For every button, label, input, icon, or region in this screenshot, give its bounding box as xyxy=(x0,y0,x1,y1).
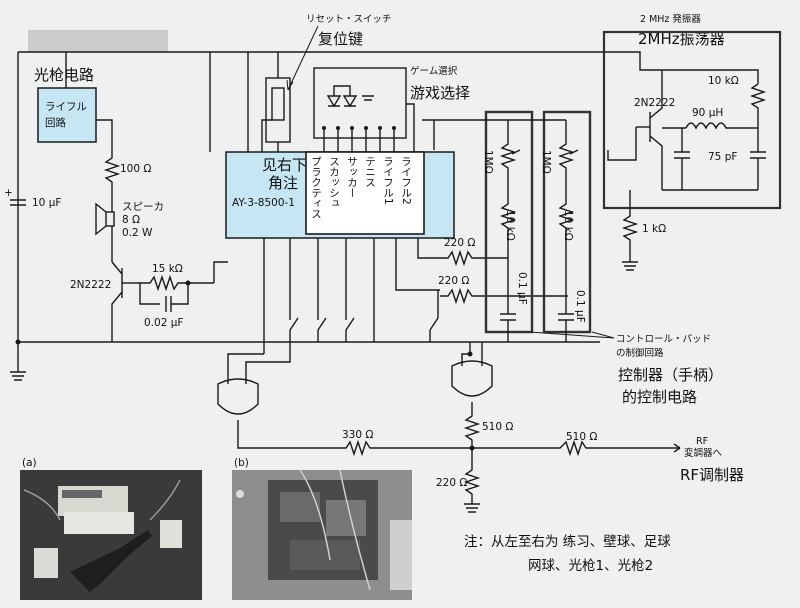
label-10k-b: 10 kΩ xyxy=(562,210,574,241)
game-select-cn: 游戏选择 xyxy=(410,84,470,102)
resistor-510-b xyxy=(472,439,680,457)
game-soccer: サッカー xyxy=(346,156,358,198)
label-220-a: 220 Ω xyxy=(444,237,475,249)
photo-b-label: (b) xyxy=(234,457,249,469)
photo-b xyxy=(232,469,412,600)
push-switches xyxy=(289,290,439,342)
label-01-a: 0.1 μF xyxy=(516,272,528,305)
game-rifle1: ライフル1 xyxy=(382,156,394,205)
gun-circuit-title: 光枪电路 xyxy=(34,66,94,84)
label-1k: 1 kΩ xyxy=(642,223,666,235)
label-10uf: 10 μF xyxy=(32,197,61,209)
inductor-90uh xyxy=(685,122,758,130)
controller-cn-2: 的控制电路 xyxy=(622,388,697,406)
resistor-1k xyxy=(621,212,639,262)
note-line2: 网球、光枪1、光枪2 xyxy=(528,557,653,574)
osc-cn: 2MHz振荡器 xyxy=(638,30,725,48)
resistor-220-a xyxy=(440,249,508,267)
resistor-510-a xyxy=(463,412,481,448)
game-practice: プラクティス xyxy=(310,156,322,219)
label-220-b: 220 Ω xyxy=(438,275,469,287)
label-t2: 2N2222 xyxy=(634,97,675,109)
controller-pad-1 xyxy=(484,110,534,334)
resistor-100 xyxy=(103,150,121,190)
nor-gate-right xyxy=(451,342,493,412)
transistor-2n2222-left xyxy=(111,261,138,342)
rf-jp-2: 変調器へ xyxy=(684,447,723,459)
ground-symbol-left xyxy=(10,371,26,381)
oscillator-box xyxy=(602,30,782,210)
osc-jp: 2 MHz 発振器 xyxy=(640,13,701,25)
label-90uh: 90 μH xyxy=(692,107,723,119)
game-select-jp: ゲーム選択 xyxy=(410,65,458,77)
label-10k-osc: 10 kΩ xyxy=(708,75,739,87)
reset-jp: リセット・スイッチ xyxy=(306,14,392,25)
game-select-contacts xyxy=(322,126,396,130)
label-01-b: 0.1 μF xyxy=(574,290,586,323)
pot-2 xyxy=(557,120,575,196)
chip-name: AY-3-8500-1 xyxy=(232,197,295,209)
rf-jp-1: RF xyxy=(696,436,708,447)
game-select-switch-box xyxy=(313,67,407,139)
label-002: 0.02 μF xyxy=(144,317,183,329)
label-15k: 15 kΩ xyxy=(152,263,183,275)
transistor-2n2222-osc xyxy=(636,70,663,190)
label-pot2: 1MΩ xyxy=(540,150,552,174)
blurred-header xyxy=(28,30,168,52)
svg-text:+: + xyxy=(4,187,13,199)
label-330: 330 Ω xyxy=(342,429,373,441)
resistor-330 xyxy=(338,439,472,457)
reset-switch-icon xyxy=(265,52,291,152)
rifle-circuit-box xyxy=(37,87,97,143)
label-t1: 2N2222 xyxy=(70,279,111,291)
pot-1 xyxy=(499,134,517,196)
speaker-line1: スピーカ xyxy=(122,201,164,213)
label-10k-a: 10 kΩ xyxy=(504,210,516,241)
note-line1: 注：从左至右为 练习、壁球、足球 xyxy=(464,534,671,550)
label-510-b: 510 Ω xyxy=(566,431,597,443)
resistor-15k xyxy=(138,274,214,292)
speaker-icon xyxy=(95,202,115,236)
label-100: 100 Ω xyxy=(120,163,151,175)
speaker-line2: 8 Ω xyxy=(122,214,140,226)
rifle-box-line2: 回路 xyxy=(45,116,66,129)
diode-pair-icon xyxy=(326,85,358,108)
photo-a xyxy=(20,470,202,600)
label-220-c: 220 Ω xyxy=(436,477,467,489)
game-rifle2: ライフル2 xyxy=(400,156,412,205)
game-tennis: テニス xyxy=(364,156,376,188)
label-510-a: 510 Ω xyxy=(482,421,513,433)
resistor-220-b xyxy=(440,287,568,305)
nor-gate-left xyxy=(217,342,338,449)
controller-jp-1: コントロール・パッド xyxy=(616,334,711,345)
chip-note-2: 角注 xyxy=(268,174,298,192)
rifle-box-line1: ライフル xyxy=(45,101,87,113)
resistor-220-c xyxy=(463,448,481,504)
game-squash: スカッシュ xyxy=(328,156,340,209)
label-75pf: 75 pF xyxy=(708,151,737,163)
label-pot1: 1MΩ xyxy=(482,150,494,174)
photo-a-label: (a) xyxy=(22,457,37,469)
speaker-line3: 0.2 W xyxy=(122,227,153,239)
controller-pad-2 xyxy=(542,110,592,334)
controller-jp-2: の制御回路 xyxy=(616,347,664,359)
reset-cn: 复位键 xyxy=(318,30,363,48)
capacitor-10uf: + xyxy=(4,187,26,206)
rf-cn: RF调制器 xyxy=(680,466,744,484)
resistor-10k-osc xyxy=(749,83,767,128)
game-list-box xyxy=(305,151,425,235)
controller-cn-1: 控制器（手柄） xyxy=(618,366,723,384)
chip-note-1: 见右下 xyxy=(262,156,307,174)
